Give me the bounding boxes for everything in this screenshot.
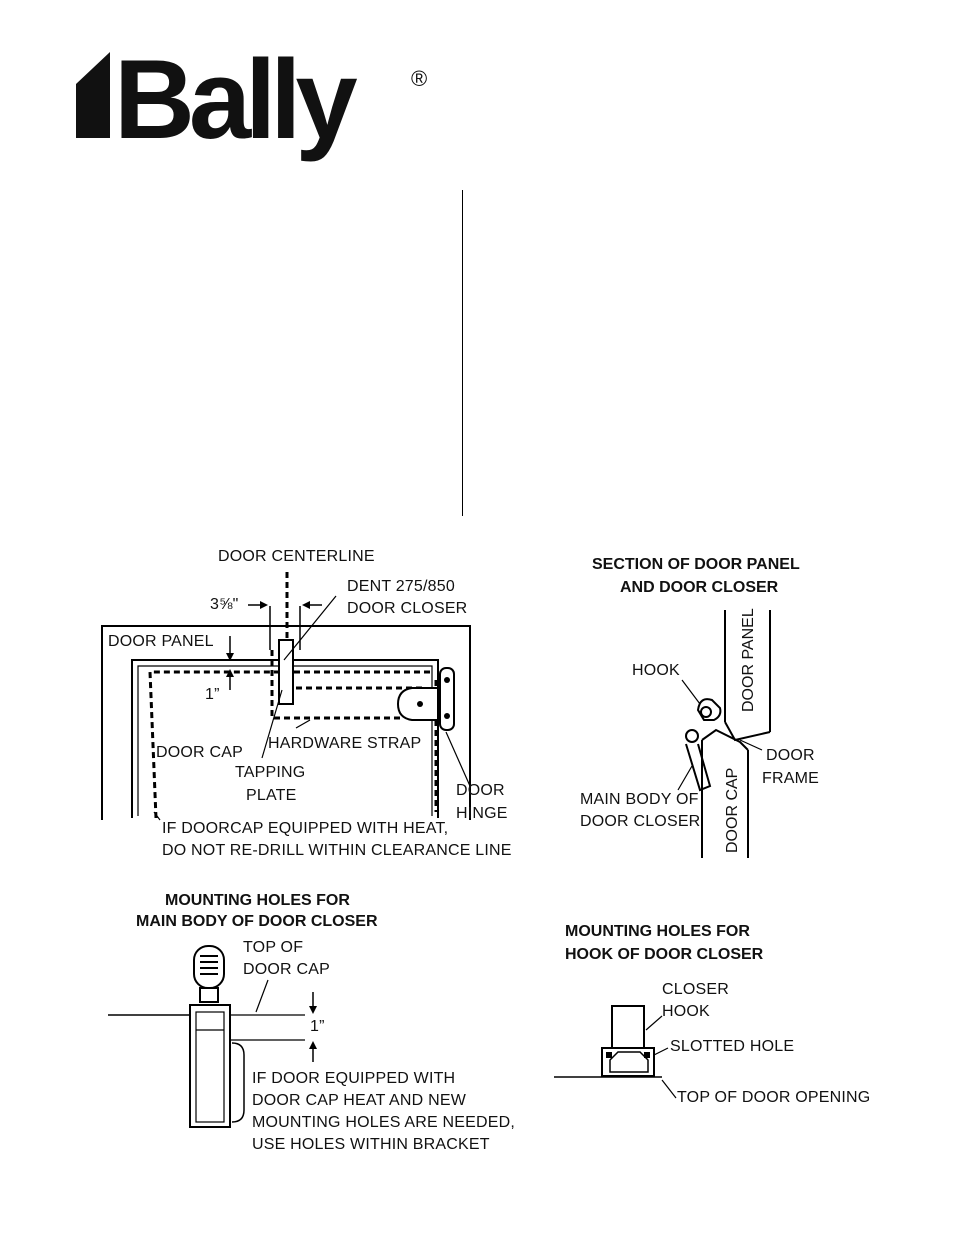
heat-note-line-2: DO NOT RE-DRILL WITHIN CLEARANCE LINE bbox=[162, 842, 512, 859]
door-frame-label-2: FRAME bbox=[762, 770, 819, 787]
figure4-title-line1: MOUNTING HOLES FOR bbox=[565, 923, 750, 940]
top-of-door-cap-label-2: DOOR CAP bbox=[243, 961, 330, 978]
logo-wordmark: Bally bbox=[114, 46, 357, 162]
bally-logo: Bally ® bbox=[76, 46, 427, 162]
top-of-door-cap-label-1: TOP OF bbox=[243, 939, 304, 956]
closer-hook-label-1: CLOSER bbox=[662, 981, 729, 998]
figure3-title-line1: MOUNTING HOLES FOR bbox=[165, 892, 350, 909]
figure3-title-line2: MAIN BODY OF DOOR CLOSER bbox=[136, 913, 378, 930]
plate-label: PLATE bbox=[246, 787, 297, 804]
one-inch-label: 1” bbox=[205, 686, 220, 703]
tapping-label: TAPPING bbox=[235, 764, 306, 781]
top-of-door-opening-label: TOP OF DOOR OPENING bbox=[677, 1089, 871, 1106]
hardware-strap-label: HARDWARE STRAP bbox=[268, 735, 422, 752]
door-frame-label-1: DOOR bbox=[766, 747, 815, 764]
registered-mark: ® bbox=[411, 66, 427, 91]
mounting-note-line-4: USE HOLES WITHIN BRACKET bbox=[252, 1136, 490, 1153]
figure2-title-line1: SECTION OF DOOR PANEL bbox=[592, 556, 800, 573]
figure2-title-line2: AND DOOR CLOSER bbox=[620, 579, 779, 596]
figure4-title-line2: HOOK OF DOOR CLOSER bbox=[565, 946, 764, 963]
offset-dimension-label: 3⅝" bbox=[210, 596, 239, 613]
door-panel-label: DOOR PANEL bbox=[108, 633, 214, 650]
hook-label: HOOK bbox=[632, 662, 680, 679]
door-cap-label: DOOR CAP bbox=[156, 744, 243, 761]
door-closer-label: DOOR CLOSER bbox=[347, 600, 468, 617]
mounting-one-inch-label: 1” bbox=[310, 1018, 325, 1035]
door-hinge-label-2: HINGE bbox=[456, 805, 508, 822]
slotted-hole-label: SLOTTED HOLE bbox=[670, 1038, 795, 1055]
main-body-label-2: DOOR CLOSER bbox=[580, 813, 701, 830]
door-closer-model-label: DENT 275/850 bbox=[347, 578, 455, 595]
closer-hook-label-2: HOOK bbox=[662, 1003, 710, 1020]
mounting-note-line-1: IF DOOR EQUIPPED WITH bbox=[252, 1070, 456, 1087]
column-divider bbox=[462, 190, 463, 516]
heat-note-line-1: IF DOORCAP EQUIPPED WITH HEAT, bbox=[162, 820, 449, 837]
door-centerline-label: DOOR CENTERLINE bbox=[218, 548, 375, 565]
mounting-note-line-3: MOUNTING HOLES ARE NEEDED, bbox=[252, 1114, 516, 1131]
door-hinge-label-1: DOOR bbox=[456, 782, 505, 799]
mounting-note-line-2: DOOR CAP HEAT AND NEW bbox=[252, 1092, 467, 1109]
main-body-label-1: MAIN BODY OF bbox=[580, 791, 699, 808]
